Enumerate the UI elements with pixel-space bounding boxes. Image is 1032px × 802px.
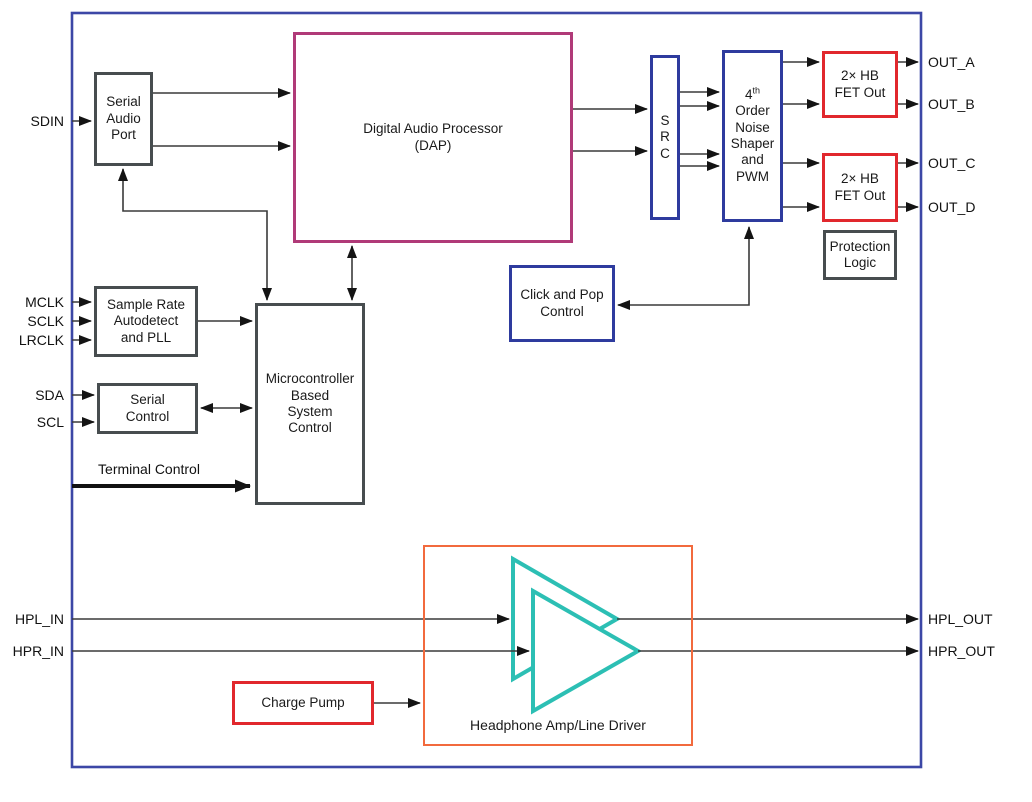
pin-hpr-in: HPR_IN: [12, 643, 64, 659]
dap-label: Digital Audio Processor (DAP): [363, 121, 503, 153]
charge-pump-block: Charge Pump: [232, 681, 374, 725]
pin-scl: SCL: [36, 414, 64, 430]
fet-out-bottom-label: 2× HB FET Out: [834, 171, 886, 203]
protection-logic-block: Protection Logic: [823, 230, 897, 280]
click-and-pop-block: Click and Pop Control: [509, 265, 615, 342]
pin-hpl-in: HPL_IN: [14, 611, 64, 627]
noise-shaper-order-number: 4: [744, 86, 753, 102]
dap-block: Digital Audio Processor (DAP): [293, 32, 573, 243]
pin-out-c: OUT_C: [928, 155, 976, 171]
pin-sdin: SDIN: [30, 113, 64, 129]
wires: [72, 57, 919, 708]
serial-audio-port-block: Serial Audio Port: [94, 72, 153, 166]
noise-shaper-pwm-block: 4th Order Noise Shaper and PWM: [722, 50, 783, 222]
chip-outline: [70, 11, 923, 769]
wire-sap-micro: [118, 168, 272, 301]
noise-shaper-order-sup: th: [752, 85, 761, 96]
pin-out-a: OUT_A: [928, 54, 975, 70]
charge-pump-label: Charge Pump: [261, 694, 345, 710]
headphone-amp-symbols: [511, 555, 643, 715]
microcontroller-label: Microcontroller Based System Control: [265, 371, 355, 436]
headphone-amp-block: Headphone Amp/Line Driver: [423, 545, 693, 746]
terminal-control-label: Terminal Control: [98, 461, 200, 477]
click-and-pop-label: Click and Pop Control: [520, 287, 604, 319]
serial-control-label: Serial Control: [125, 392, 170, 424]
headphone-amp-label: Headphone Amp/Line Driver: [470, 716, 646, 733]
microcontroller-block: Microcontroller Based System Control: [255, 303, 365, 505]
noise-shaper-label: Order Noise Shaper and PWM: [730, 103, 775, 184]
src-block: S R C: [650, 55, 680, 220]
noise-shaper-order-label: 4th: [744, 85, 761, 103]
pin-lrclk: LRCLK: [18, 332, 64, 348]
amp-triangle-right-channel: [531, 587, 643, 715]
fet-out-bottom-block: 2× HB FET Out: [822, 153, 898, 222]
wire-clickpop-ns: [617, 226, 754, 310]
serial-audio-port-label: Serial Audio Port: [106, 94, 141, 143]
serial-control-block: Serial Control: [97, 383, 198, 434]
pin-sda: SDA: [35, 387, 64, 403]
pin-sclk: SCLK: [27, 313, 64, 329]
sample-rate-pll-block: Sample Rate Autodetect and PLL: [94, 286, 198, 357]
src-label: S R C: [660, 112, 670, 161]
pin-mclk: MCLK: [25, 294, 64, 310]
protection-logic-label: Protection Logic: [829, 238, 891, 270]
fet-out-top-block: 2× HB FET Out: [822, 51, 898, 118]
pin-out-d: OUT_D: [928, 199, 976, 215]
sample-rate-pll-label: Sample Rate Autodetect and PLL: [106, 296, 186, 345]
pin-hpl-out: HPL_OUT: [928, 611, 993, 627]
fet-out-top-label: 2× HB FET Out: [834, 68, 886, 100]
pin-hpr-out: HPR_OUT: [928, 643, 995, 659]
pin-out-b: OUT_B: [928, 96, 975, 112]
